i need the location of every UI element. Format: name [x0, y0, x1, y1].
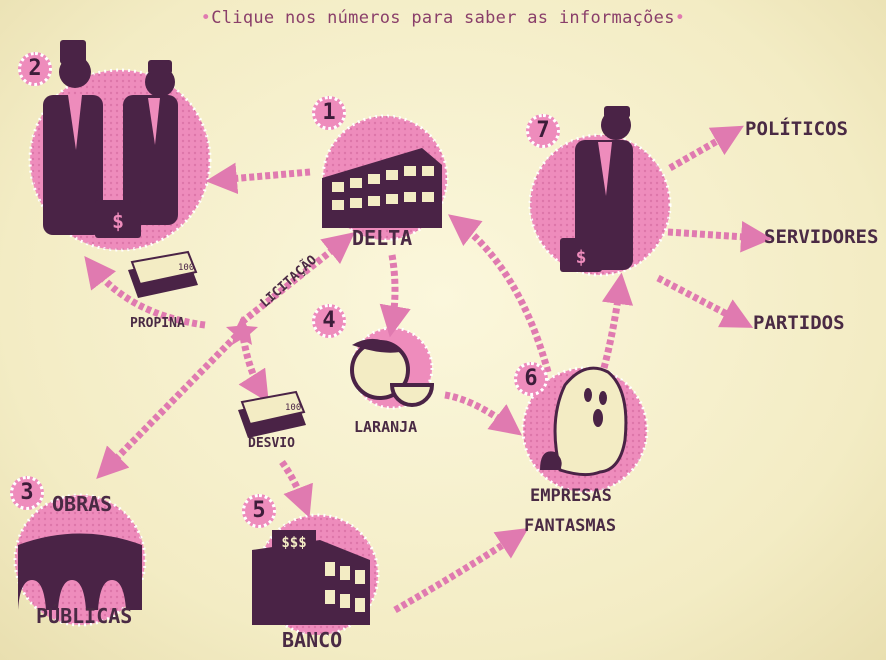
- label-banco: BANCO: [282, 628, 343, 652]
- arrow-banco-to-empresas: [393, 528, 529, 614]
- label-laranja: LARANJA: [354, 418, 418, 436]
- junction-star: [226, 316, 258, 345]
- arrow-to-partidos: [656, 274, 754, 328]
- number-button-6[interactable]: 6: [514, 362, 548, 396]
- label-politicos: POLÍTICOS: [745, 118, 848, 140]
- arrow-desvio-to-banco: [279, 459, 313, 518]
- arrow-to-servidores: [667, 221, 773, 253]
- briefcase-icon: [95, 200, 141, 238]
- arrow-empresas-to-delta: [448, 214, 552, 373]
- number-button-7[interactable]: 7: [526, 114, 560, 148]
- money-stack-propina-icon: [128, 250, 198, 298]
- label-delta: DELTA: [352, 226, 413, 250]
- number-button-3[interactable]: 3: [10, 476, 44, 510]
- number-button-5[interactable]: 5: [242, 494, 276, 528]
- label-publicas: PÚBLICAS: [36, 604, 133, 628]
- businessmen-icon: [43, 40, 178, 238]
- money-label-propina: 100: [178, 263, 194, 273]
- arrow-junction-to-obras: [96, 327, 245, 480]
- aqueduct-icon: [18, 533, 142, 610]
- arrow-to-politicos: [668, 125, 744, 172]
- label-fantasmas: FANTASMAS: [524, 516, 617, 536]
- bank-sign: $$$: [281, 535, 306, 551]
- orange-icon: [350, 338, 435, 407]
- label-servidores: SERVIDORES: [764, 226, 879, 248]
- number-button-4[interactable]: 4: [312, 304, 346, 338]
- arrow-delta-to-suits: [205, 162, 311, 195]
- flow-label-desvio: DESVIO: [248, 436, 295, 451]
- arrow-licitacao-to-delta: [239, 232, 355, 325]
- arrow-junction-to-desvio: [238, 329, 269, 403]
- flow-arrows: [84, 125, 773, 614]
- arrow-empresas-to-politician: [600, 272, 634, 369]
- title-bullet-left: •: [200, 8, 212, 28]
- number-button-2[interactable]: 2: [18, 52, 52, 86]
- number-button-1[interactable]: 1: [312, 96, 346, 130]
- flow-label-propina: PROPINA: [130, 316, 185, 331]
- title-text: Clique nos números para saber as informa…: [211, 8, 675, 28]
- delta-building-icon: [322, 148, 442, 228]
- money-stack-desvio-icon: [238, 390, 306, 438]
- label-obras: OBRAS: [52, 492, 113, 516]
- label-partidos: PARTIDOS: [753, 312, 845, 334]
- label-empresas: EMPRESAS: [530, 486, 612, 506]
- page-title: •Clique nos números para saber as inform…: [0, 8, 886, 28]
- arrow-delta-to-laranja: [379, 254, 411, 338]
- politician-icon: [560, 106, 633, 272]
- ghost-icon: [540, 366, 628, 477]
- briefcase-symbol-politician: $: [576, 247, 587, 268]
- bank-building-icon: [252, 530, 370, 625]
- briefcase-symbol: $: [112, 209, 124, 233]
- arrow-propina-to-suits: [84, 256, 206, 329]
- arrow-laranja-to-empresas: [444, 391, 523, 436]
- title-bullet-right: •: [674, 8, 686, 28]
- flow-label-licitacao: LICITAÇÃO: [257, 252, 320, 311]
- money-label-desvio: 100: [285, 403, 301, 413]
